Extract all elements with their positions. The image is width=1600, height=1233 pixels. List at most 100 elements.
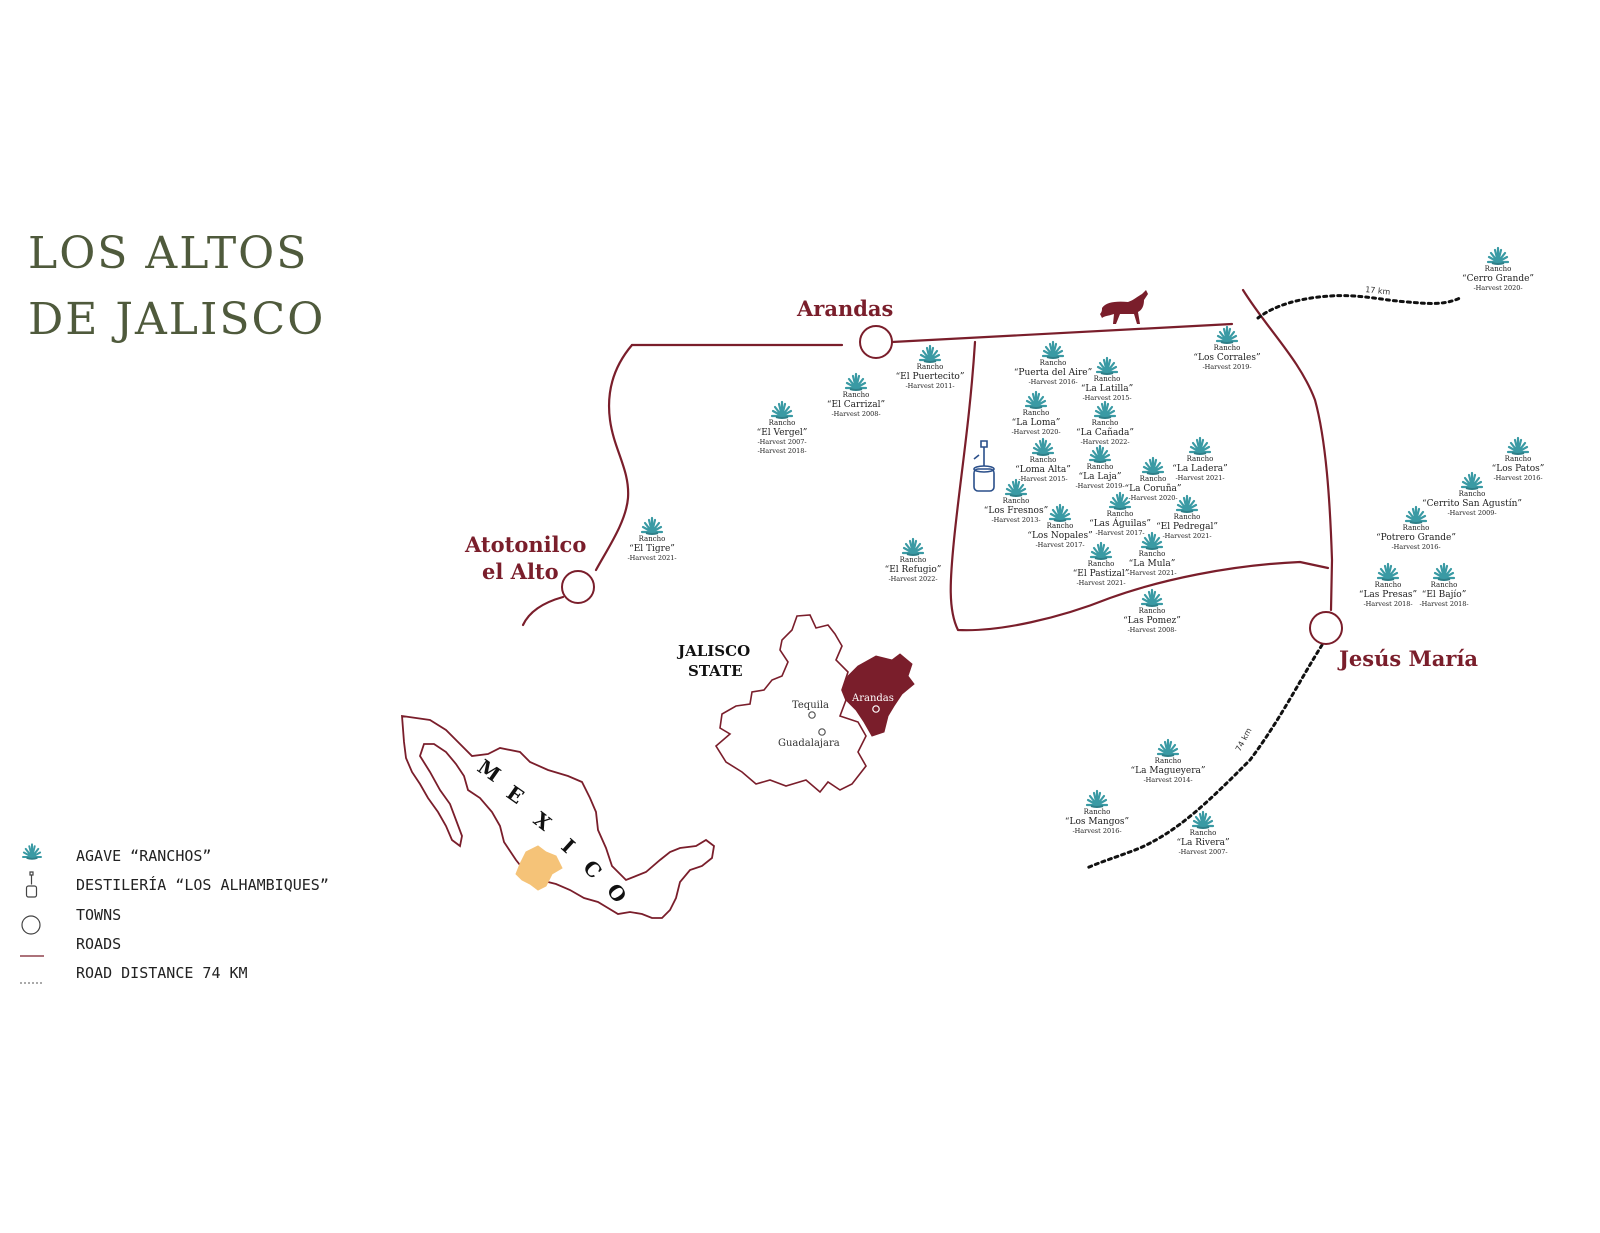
rancho-prefix: Rancho: [1505, 455, 1532, 463]
rancho-harvest: -Harvest 2021-: [1127, 569, 1176, 577]
rancho-name: “Los Nopales”: [1027, 530, 1092, 541]
inset-state-label-2: STATE: [688, 662, 743, 680]
rancho-marker: Rancho“La Ladera”-Harvest 2021-: [1172, 436, 1228, 482]
rancho-prefix: Rancho: [1214, 344, 1241, 352]
rancho-prefix: Rancho: [900, 556, 927, 564]
rancho-name: “Los Patos”: [1492, 463, 1545, 474]
agave-icon: [640, 516, 664, 536]
roads: [521, 288, 1334, 632]
legend-label-towns: TOWNS: [76, 906, 121, 924]
rancho-name: “La Cañada”: [1076, 427, 1134, 438]
rancho-marker: Rancho“La Loma”-Harvest 2020-: [1011, 390, 1061, 436]
horse-icon: [1100, 290, 1148, 324]
agave-icon: [1031, 437, 1055, 457]
rancho-harvest: -Harvest 2021-: [1175, 474, 1224, 482]
rancho-prefix: Rancho: [1047, 522, 1074, 530]
town-label-atotonilco-1: Atotonilco: [464, 532, 586, 557]
legend-label-roads: ROADS: [76, 935, 121, 953]
rancho-marker: Rancho“La Magueyera”-Harvest 2014-: [1131, 738, 1206, 784]
rancho-harvest: -Harvest 2008-: [831, 410, 880, 418]
rancho-name: “La Magueyera”: [1131, 765, 1206, 776]
rancho-prefix: Rancho: [1094, 375, 1121, 383]
rancho-prefix: Rancho: [1003, 497, 1030, 505]
rancho-marker: Rancho“El Refugio”-Harvest 2022-: [885, 537, 941, 583]
rancho-name: “El Vergel”: [757, 427, 808, 438]
title-line-1: LOS ALTOS: [28, 228, 308, 279]
rancho-prefix: Rancho: [1174, 513, 1201, 521]
rancho-prefix: Rancho: [1139, 607, 1166, 615]
rancho-name: “El Carrizal”: [827, 399, 885, 410]
towns: Arandas Atotonilco el Alto Jesús María: [464, 296, 1478, 671]
agave-icon: [1141, 456, 1165, 476]
legend-label-agave: AGAVE “RANCHOS”: [76, 847, 211, 865]
inset-label-guadalajara: Guadalajara: [778, 738, 840, 749]
legend-agave-icon: [22, 843, 42, 860]
rancho-harvest: -Harvest 2022-: [888, 575, 937, 583]
agave-icon: [1486, 246, 1510, 266]
rancho-harvest: -Harvest 2021-: [627, 554, 676, 562]
rancho-name: “Puerta del Aire”: [1014, 367, 1092, 378]
road-east-north: [1241, 288, 1334, 612]
rancho-harvest: -Harvest 2017-: [1095, 529, 1144, 537]
agave-icon: [1089, 541, 1113, 561]
agave-icon: [1175, 494, 1199, 514]
road-arandas-west: [594, 343, 634, 572]
distance-label-south: 74 km: [1234, 726, 1254, 753]
rancho-name: “Potrero Grande”: [1376, 532, 1456, 543]
rancho-name: “La Coruña”: [1125, 483, 1182, 494]
rancho-prefix: Rancho: [1023, 409, 1050, 417]
road-atotonilco-west: [521, 595, 565, 627]
agave-icon: [1041, 340, 1065, 360]
rancho-prefix: Rancho: [1187, 455, 1214, 463]
rancho-name: “Las Pomez”: [1123, 615, 1181, 626]
road-arandas-east: [630, 322, 1234, 347]
road-inner-loop: [949, 340, 1330, 632]
rancho-harvest: -Harvest 2018-: [1419, 600, 1468, 608]
legend: AGAVE “RANCHOS” DESTILERÍA “LOS ALHAMBIQ…: [20, 843, 329, 984]
rancho-harvest: -Harvest 2008-: [1127, 626, 1176, 634]
rancho-prefix: Rancho: [1431, 581, 1458, 589]
inset-marker-guadalajara: [818, 728, 826, 736]
inset-label-tequila: Tequila: [792, 700, 829, 711]
rancho-marker: Rancho“El Pedregal”-Harvest 2021-: [1156, 494, 1218, 540]
agave-icon: [1432, 562, 1456, 582]
legend-distillery-icon: [25, 871, 38, 898]
rancho-harvest: -Harvest 2016-: [1072, 827, 1121, 835]
rancho-prefix: Rancho: [1403, 524, 1430, 532]
rancho-marker: Rancho“Las Pomez”-Harvest 2008-: [1123, 588, 1181, 634]
mexico-inset: M E X I C O: [401, 714, 715, 919]
rancho-prefix: Rancho: [1375, 581, 1402, 589]
rancho-marker: Rancho“Potrero Grande”-Harvest 2016-: [1376, 505, 1456, 551]
inset-label-arandas: Arandas: [851, 693, 894, 704]
rancho-prefix: Rancho: [917, 363, 944, 371]
rancho-marker: Rancho“El Tigre”-Harvest 2021-: [627, 516, 677, 562]
title-line-2: DE JALISCO: [28, 294, 325, 345]
rancho-harvest: -Harvest 2018-: [1363, 600, 1412, 608]
rancho-marker: Rancho“Los Patos”-Harvest 2016-: [1492, 436, 1545, 482]
rancho-harvest: -Harvest 2020-: [1473, 284, 1522, 292]
rancho-name: “Cerro Grande”: [1462, 273, 1534, 284]
rancho-marker: Rancho“Los Mangos”-Harvest 2016-: [1065, 789, 1129, 835]
rancho-harvest: -Harvest 2011-: [905, 382, 954, 390]
rancho-marker: Rancho“La Coruña”-Harvest 2020-: [1125, 456, 1182, 502]
inset-state-label-1: JALISCO: [676, 642, 750, 660]
jalisco-inset: JALISCO STATE Arandas Tequila Guadalajar…: [676, 614, 915, 794]
rancho-harvest: -Harvest 2019-: [1075, 482, 1124, 490]
inset-marker-arandas: [872, 705, 880, 713]
agave-icon: [1188, 436, 1212, 456]
rancho-prefix: Rancho: [1155, 757, 1182, 765]
rancho-harvest: -Harvest 2019-: [1202, 363, 1251, 371]
agave-icon: [918, 344, 942, 364]
rancho-marker: Rancho“El Puertecito”-Harvest 2011-: [896, 344, 964, 390]
rancho-marker: Rancho“Cerro Grande”-Harvest 2020-: [1462, 246, 1534, 292]
agave-ranchos-layer: Rancho“El Puertecito”-Harvest 2011-Ranch…: [627, 246, 1545, 856]
rancho-name: “La Mula”: [1129, 558, 1176, 569]
rancho-harvest: -Harvest 2022-: [1080, 438, 1129, 446]
rancho-name: “La Latilla”: [1081, 383, 1133, 394]
rancho-harvest: -Harvest 2014-: [1143, 776, 1192, 784]
town-marker-atotonilco: [561, 570, 595, 604]
rancho-harvest: -Harvest 2009-: [1447, 509, 1496, 517]
legend-label-distance: ROAD DISTANCE 74 KM: [76, 964, 248, 982]
rancho-harvest: -Harvest 2020-: [1011, 428, 1060, 436]
agave-icon: [1460, 471, 1484, 491]
